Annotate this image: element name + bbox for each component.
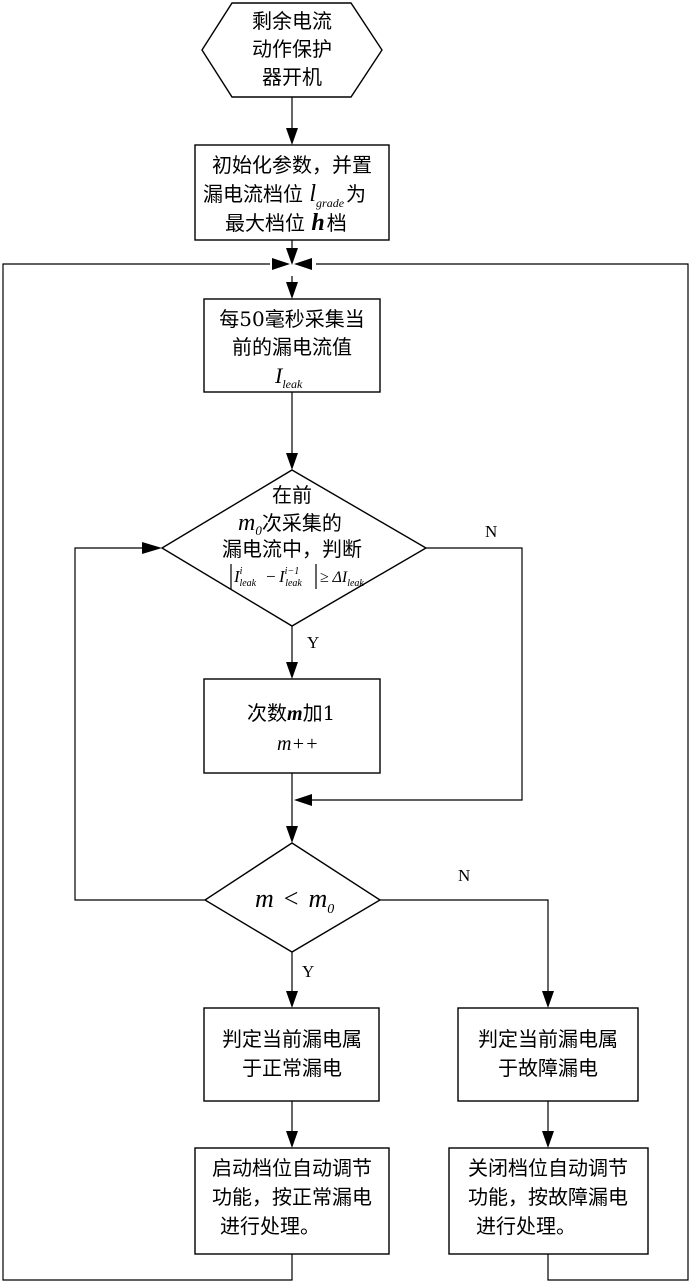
m0-var: m bbox=[238, 510, 255, 536]
arrow-loop-left bbox=[272, 258, 290, 270]
init-line-1: 初始化参数，并置 bbox=[212, 153, 372, 177]
fault-action-line-3: 进行处理。 bbox=[476, 1214, 576, 1238]
fault-action-line-1: 关闭档位自动调节 bbox=[468, 1156, 628, 1180]
decision2-m: m bbox=[255, 884, 274, 913]
decision2-m0: m bbox=[308, 884, 327, 913]
formula-sup-1: i bbox=[240, 566, 243, 577]
normal-action-line-2: 功能，按正常漏电 bbox=[212, 1185, 372, 1209]
start-line-1: 剩余电流 bbox=[252, 9, 332, 33]
normal-line-1: 判定当前漏电属 bbox=[222, 1027, 362, 1051]
formula-sup-2: i−1 bbox=[285, 566, 300, 577]
normal-line-2: 于正常漏电 bbox=[242, 1056, 342, 1080]
normal-leakage-box bbox=[204, 1008, 379, 1101]
decision1-line-1: 在前 bbox=[272, 483, 312, 507]
arrow-to-fault bbox=[542, 991, 554, 1008]
count-increment: m++ bbox=[277, 733, 318, 755]
decision1-yes-label: Y bbox=[307, 633, 319, 652]
fault-action-line-2: 功能，按故障漏电 bbox=[468, 1185, 628, 1209]
count-var: m bbox=[287, 703, 303, 725]
count-prefix: 次数 bbox=[247, 701, 287, 725]
leak-current-sub: leak bbox=[282, 377, 303, 391]
start-line-3: 器开机 bbox=[262, 65, 322, 89]
max-grade-var: h bbox=[311, 210, 324, 236]
formula-minus: − bbox=[265, 567, 276, 586]
decision2-sub: 0 bbox=[327, 902, 334, 917]
arrow-init-down bbox=[286, 248, 298, 265]
fault-line-2: 于故障漏电 bbox=[498, 1056, 598, 1080]
init-line-2-suffix: 为 bbox=[346, 182, 366, 206]
decision1-line-3: 漏电流中，判断 bbox=[222, 537, 362, 561]
formula-term-2: Ii−1leak bbox=[278, 566, 302, 589]
sample-line-1: 每50毫秒采集当 bbox=[219, 307, 364, 331]
decision1-line-2: m0次采集的 bbox=[238, 510, 342, 538]
arrow-to-count bbox=[286, 662, 298, 679]
formula-sub-2: leak bbox=[285, 578, 302, 589]
count-line-1: 次数m加1 bbox=[247, 701, 335, 725]
init-line-2-prefix: 漏电流档位 bbox=[203, 182, 309, 206]
arrow-to-decision2 bbox=[286, 826, 298, 843]
formula-geq: ≥ Δ bbox=[320, 569, 342, 586]
decision2-expr: m<m0 bbox=[255, 884, 334, 917]
decision2-no-label: N bbox=[458, 866, 470, 885]
arrow-to-init bbox=[286, 128, 298, 145]
formula-sub-3: leak bbox=[347, 578, 364, 589]
decision1-no-label: N bbox=[485, 522, 497, 541]
normal-action-line-1: 启动档位自动调节 bbox=[212, 1156, 372, 1180]
count-box bbox=[204, 679, 380, 773]
sample-line-2: 前的漏电流值 bbox=[232, 335, 352, 359]
arrowheads bbox=[142, 128, 554, 1148]
arrow-n-return bbox=[294, 794, 312, 806]
arrow-back-to-decision1 bbox=[142, 542, 162, 554]
arrow-loop-right bbox=[294, 258, 312, 270]
init-line-3: 最大档位 h档 bbox=[225, 210, 347, 236]
normal-action-line-3: 进行处理。 bbox=[220, 1214, 320, 1238]
arrow-to-fault-action bbox=[542, 1131, 554, 1148]
init-line-3-suffix: 档 bbox=[327, 211, 347, 235]
arrow-to-decision1 bbox=[286, 453, 298, 470]
arrow-to-normal bbox=[286, 991, 298, 1008]
fault-line-1: 判定当前漏电属 bbox=[478, 1027, 618, 1051]
decision2-op: < bbox=[284, 884, 299, 913]
decision1-line-2-text: 次采集的 bbox=[262, 511, 342, 535]
formula-sub-1: leak bbox=[239, 578, 256, 589]
arrow-to-sample bbox=[286, 282, 298, 299]
start-line-2: 动作保护 bbox=[252, 37, 332, 61]
decision2-yes-label: Y bbox=[302, 962, 314, 981]
fault-leakage-box bbox=[458, 1008, 638, 1101]
grade-sub: grade bbox=[316, 196, 345, 210]
arrow-to-normal-action bbox=[286, 1131, 298, 1148]
init-line-3-prefix: 最大档位 bbox=[225, 211, 311, 235]
count-suffix: 加1 bbox=[303, 701, 336, 725]
